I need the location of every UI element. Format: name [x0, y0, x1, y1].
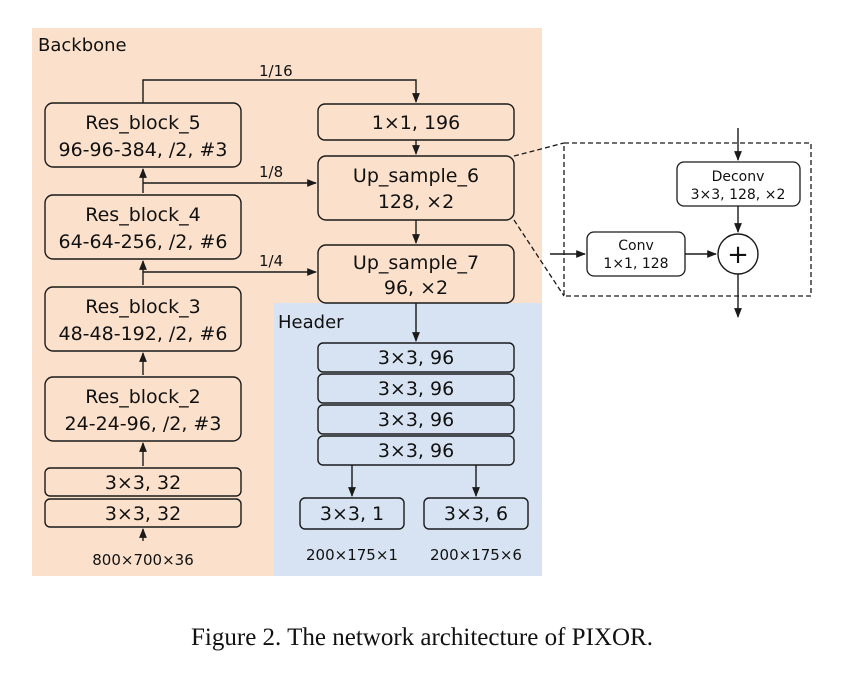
input-conv-block-1 [44, 467, 242, 497]
header-conv-block-2 [317, 373, 515, 404]
deconv-spec: 3×3, 128, ×2 [691, 187, 786, 203]
res-block-3-name: Res_block_3 [85, 296, 200, 318]
input-conv-label-2: 3×3, 32 [105, 503, 181, 525]
res-block-4-spec: 64-64-256, /2, #6 [59, 231, 228, 253]
output-conv-block-1 [299, 497, 405, 530]
res-block-2-name: Res_block_2 [85, 386, 200, 408]
up-sample-6-spec: 128, ×2 [378, 191, 454, 213]
scale-label-1-4: 1/4 [259, 252, 283, 270]
header-conv-label-3: 3×3, 96 [378, 409, 454, 431]
backbone-label: Backbone [38, 35, 127, 56]
top-conv-label: 1×1, 196 [372, 112, 460, 134]
res-block-5-spec: 96-96-384, /2, #3 [59, 139, 228, 161]
output-size-label-2: 200×175×6 [430, 546, 522, 564]
zoom-line-top [513, 142, 565, 157]
input-conv-block-2 [44, 498, 242, 528]
header-conv-label-4: 3×3, 96 [378, 440, 454, 462]
zoom-line-bottom [513, 219, 565, 297]
output-conv-block-2 [423, 497, 529, 530]
up-sample-7-spec: 96, ×2 [384, 277, 448, 299]
figure-caption: Figure 2. The network architecture of PI… [191, 624, 653, 651]
res-block-3 [44, 286, 242, 352]
output-conv-label-2: 3×3, 6 [444, 503, 508, 525]
header-conv-block-4 [317, 435, 515, 466]
header-conv-label-2: 3×3, 96 [378, 378, 454, 400]
scale-label-1-8: 1/8 [259, 163, 283, 181]
scale-label-1-16: 1/16 [259, 62, 293, 80]
upsample-detail-box [563, 142, 812, 297]
up-sample-7-name: Up_sample_7 [353, 252, 479, 274]
sum-symbol: + [727, 240, 749, 270]
input-conv-label-1: 3×3, 32 [105, 472, 181, 494]
input-size-label: 800×700×36 [92, 551, 193, 569]
header-conv-block-1 [317, 342, 515, 373]
deconv-name: Deconv [712, 169, 765, 185]
header-label: Header [278, 312, 344, 333]
res-block-5-name: Res_block_5 [85, 112, 200, 134]
res-block-4 [44, 194, 242, 260]
header-conv-label-1: 3×3, 96 [378, 347, 454, 369]
res-block-4-name: Res_block_4 [85, 204, 200, 226]
skip-connection-1-16 [142, 79, 420, 103]
header-conv-block-3 [317, 404, 515, 435]
res-block-3-spec: 48-48-192, /2, #6 [59, 323, 228, 345]
res-block-2 [44, 376, 242, 442]
conv-name: Conv [618, 238, 654, 254]
output-conv-label-1: 3×3, 1 [320, 503, 384, 525]
conv-spec: 1×1, 128 [603, 256, 668, 272]
up-sample-6-name: Up_sample_6 [353, 165, 479, 187]
output-size-label-1: 200×175×1 [306, 546, 398, 564]
res-block-2-spec: 24-24-96, /2, #3 [65, 413, 222, 435]
